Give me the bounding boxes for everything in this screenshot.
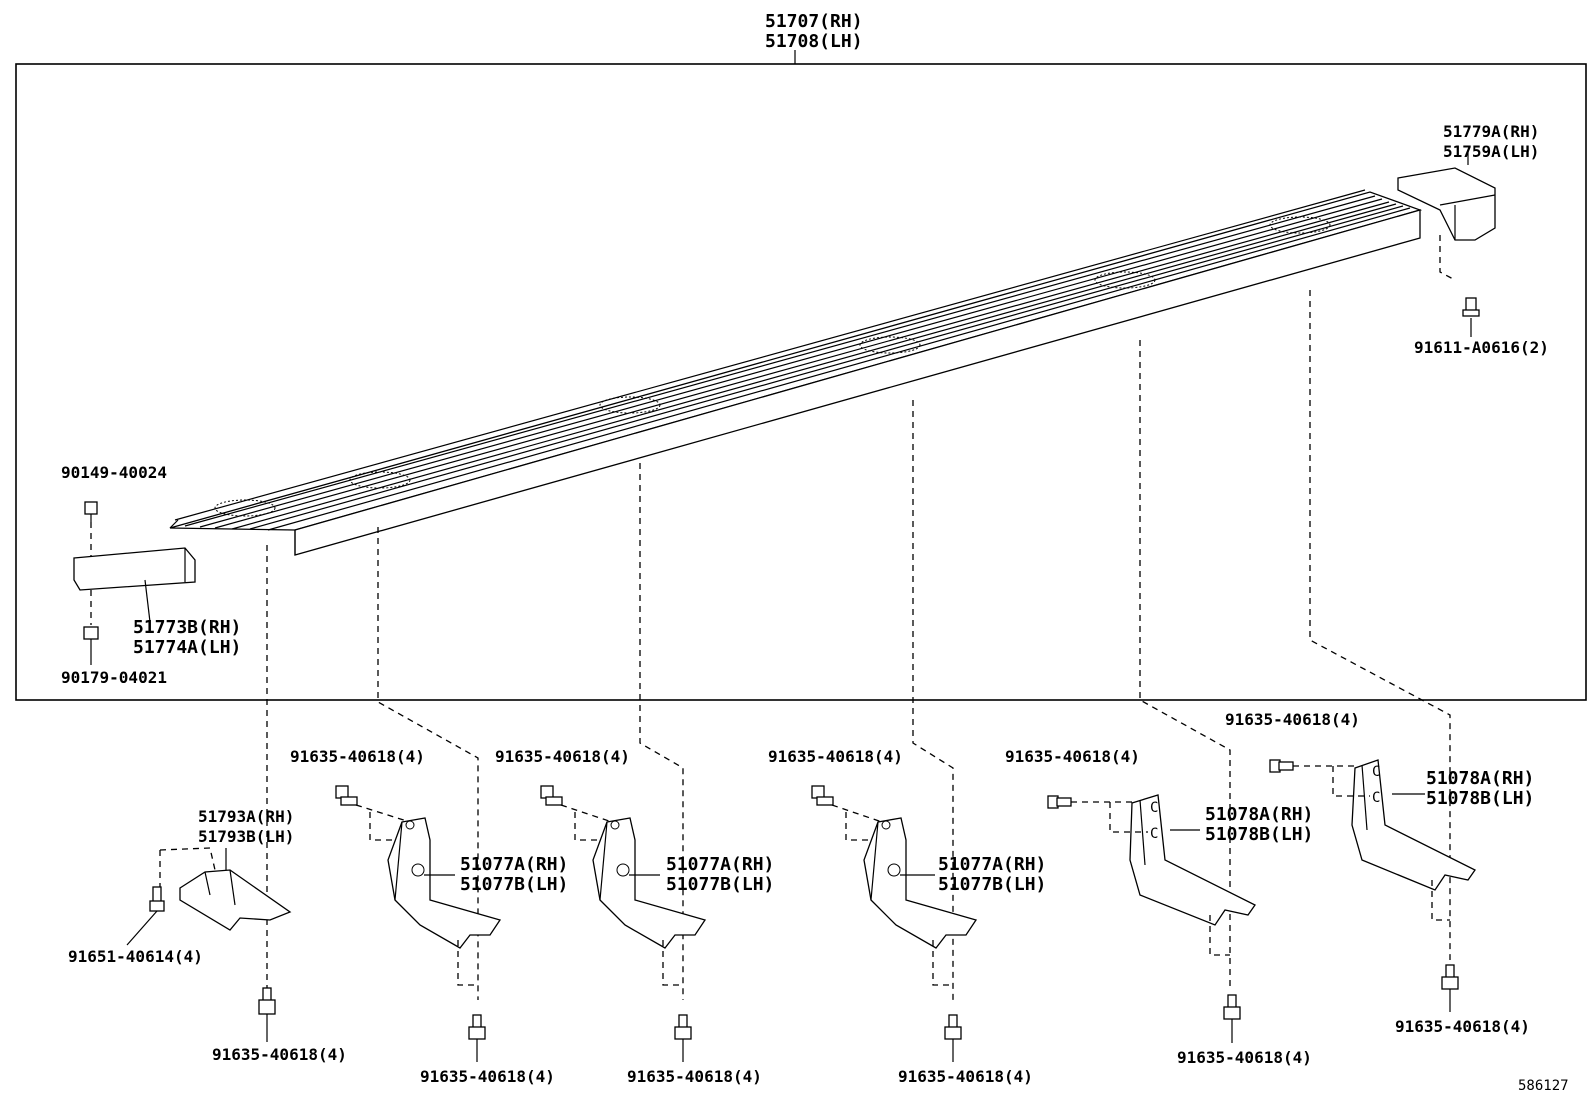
bracket-51077-3-rh-label: 51077A(RH) xyxy=(938,854,1046,875)
rear-end-cap xyxy=(1397,150,1496,241)
front-cap-rh-label: 51773B(RH) xyxy=(133,617,241,638)
bracket-51078-part-1: C C xyxy=(1129,794,1256,926)
svg-text:C: C xyxy=(1372,790,1380,806)
bracket-51077-bolt-icon-2 xyxy=(540,785,563,806)
bolt-label-5: 91635-40618(4) xyxy=(627,1067,762,1086)
front-cap-nut-icon xyxy=(83,626,99,640)
front-bracket-bolt-icon xyxy=(149,886,165,912)
bracket-51078-2-lh-label: 51078B(LH) xyxy=(1426,788,1534,809)
assembly-frame xyxy=(15,63,1587,701)
main-board-rh-label: 51707(RH) xyxy=(765,11,863,32)
front-cap-top-fastener-label: 90149-40024 xyxy=(61,463,167,482)
rear-cap-rh-label: 51779A(RH) xyxy=(1443,122,1539,141)
svg-text:C: C xyxy=(1150,826,1158,842)
bolt-label-2: 91635-40618(4) xyxy=(290,747,425,766)
bracket-51078-1-lh-label: 51078B(LH) xyxy=(1205,824,1313,845)
front-bracket-lower-bolt-icon xyxy=(258,987,276,1015)
front-bracket-part xyxy=(179,869,292,931)
bracket-51077-2-lh-label: 51077B(LH) xyxy=(666,874,774,895)
bracket-51078-bolt-icon-1 xyxy=(1047,795,1072,809)
front-cap-lh-label: 51774A(LH) xyxy=(133,637,241,658)
bolt-label-6: 91635-40618(4) xyxy=(768,747,903,766)
front-bracket-bolt-label: 91651-40614(4) xyxy=(68,947,203,966)
front-cap-clip-icon xyxy=(84,501,98,522)
bolt-label-7: 91635-40618(4) xyxy=(898,1067,1033,1086)
bracket-51077-lower-bolt-icon-1 xyxy=(468,1014,486,1040)
running-board xyxy=(169,189,1423,556)
bracket-51078-1-rh-label: 51078A(RH) xyxy=(1205,804,1313,825)
bolt-label-4: 91635-40618(4) xyxy=(495,747,630,766)
bracket-51077-part-3 xyxy=(863,817,978,949)
bolt-label-8: 91635-40618(4) xyxy=(1005,747,1140,766)
svg-text:C: C xyxy=(1372,764,1380,780)
main-board-lh-label: 51708(LH) xyxy=(765,31,863,52)
bracket-51077-lower-bolt-icon-2 xyxy=(674,1014,692,1040)
bracket-51077-part-2 xyxy=(592,817,707,949)
bracket-51078-lower-bolt-icon-1 xyxy=(1223,994,1241,1020)
bracket-51077-2-rh-label: 51077A(RH) xyxy=(666,854,774,875)
bracket-51077-bolt-icon-3 xyxy=(811,785,834,806)
bracket-51077-part-1 xyxy=(387,817,502,949)
bracket-51077-1-lh-label: 51077B(LH) xyxy=(460,874,568,895)
rear-cap-screw-icon xyxy=(1462,297,1480,317)
bracket-51078-2-rh-label: 51078A(RH) xyxy=(1426,768,1534,789)
bolt-label-3: 91635-40618(4) xyxy=(420,1067,555,1086)
bolt-label-10: 91635-40618(4) xyxy=(1225,710,1360,729)
bracket-51077-1-rh-label: 51077A(RH) xyxy=(460,854,568,875)
bolt-label-11: 91635-40618(4) xyxy=(1395,1017,1530,1036)
bolt-label-1: 91635-40618(4) xyxy=(212,1045,347,1064)
bracket-51078-lower-bolt-icon-2 xyxy=(1441,964,1459,990)
bolt-label-9: 91635-40618(4) xyxy=(1177,1048,1312,1067)
front-cap-bottom-fastener-label: 90179-04021 xyxy=(61,668,167,687)
bracket-51077-lower-bolt-icon-3 xyxy=(944,1014,962,1040)
bracket-51078-bolt-icon-2 xyxy=(1269,759,1294,773)
figure-number: 586127 xyxy=(1518,1078,1569,1094)
bracket-51077-3-lh-label: 51077B(LH) xyxy=(938,874,1046,895)
bracket-51077-bolt-icon-1 xyxy=(335,785,358,806)
svg-text:C: C xyxy=(1150,800,1158,816)
front-bracket-rh-label: 51793A(RH) xyxy=(198,807,294,826)
bracket-51078-part-2: C C xyxy=(1351,759,1476,891)
rear-cap-screw-label: 91611-A0616(2) xyxy=(1414,338,1549,357)
rear-cap-lh-label: 51759A(LH) xyxy=(1443,142,1539,161)
front-end-cap xyxy=(73,547,196,591)
front-bracket-lh-label: 51793B(LH) xyxy=(198,827,294,846)
